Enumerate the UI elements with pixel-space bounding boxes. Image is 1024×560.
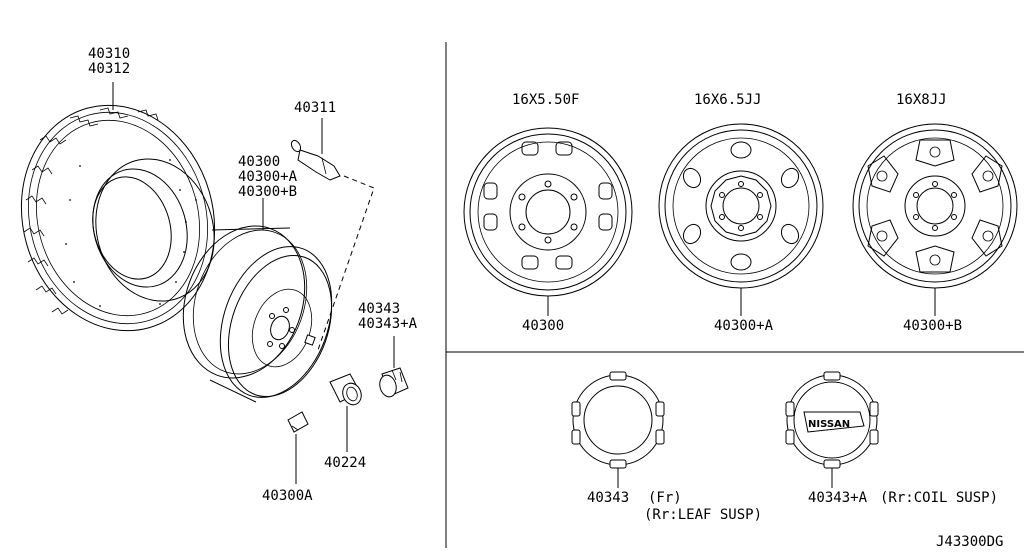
wheel-3-illustration xyxy=(852,123,1018,289)
lug-nut-illustration xyxy=(329,373,362,406)
cap-2-part-number: 40343+A xyxy=(808,490,868,506)
wheel-part-number-1: 40300 xyxy=(238,154,280,170)
wheel-2-illustration xyxy=(658,123,824,289)
wheel-1-part-number: 40300 xyxy=(522,318,564,334)
tire-part-number-2: 40312 xyxy=(88,61,130,77)
cap-1-part-number: 40343 xyxy=(587,490,629,506)
valve-stem-illustration xyxy=(290,139,341,181)
center-cap-1-illustration xyxy=(571,371,665,469)
wheel-2-size: 16X6.5JJ xyxy=(694,92,761,108)
nut-part-number: 40224 xyxy=(324,455,366,471)
wheel-1-size: 16X5.50F xyxy=(512,92,579,108)
cap-1-note-2: (Rr:LEAF SUSP) xyxy=(644,507,762,523)
wheel-3-part-number: 40300+B xyxy=(903,318,962,334)
diagram-code: J43300DG xyxy=(936,534,1003,550)
nissan-logo-text: NISSAN xyxy=(808,419,850,430)
tire-illustration xyxy=(20,104,216,332)
balance-weight-illustration xyxy=(287,411,309,433)
valve-dashed-leader xyxy=(317,175,375,351)
wheel-part-number-3: 40300+B xyxy=(238,184,297,200)
wheel-part-number-2: 40300+A xyxy=(238,169,298,185)
weight-part-number: 40300A xyxy=(262,488,313,504)
cap-part-number-1: 40343 xyxy=(358,301,400,317)
wheel-2-part-number: 40300+A xyxy=(714,318,774,334)
cap-1-note-1: (Fr) xyxy=(648,490,682,506)
nissan-logo-badge xyxy=(803,411,865,433)
valve-part-number: 40311 xyxy=(294,100,336,116)
cap-2-note-1: (Rr:COIL SUSP) xyxy=(880,490,998,506)
wheel-1-illustration xyxy=(463,127,633,297)
wheel-illustration xyxy=(182,225,333,403)
tire-part-number-1: 40310 xyxy=(88,46,130,62)
cap-part-number-2: 40343+A xyxy=(358,316,418,332)
wheel-3-size: 16X8JJ xyxy=(896,92,947,108)
center-cap-2-illustration: NISSAN xyxy=(785,371,879,469)
center-cap-small-illustration xyxy=(379,367,409,398)
